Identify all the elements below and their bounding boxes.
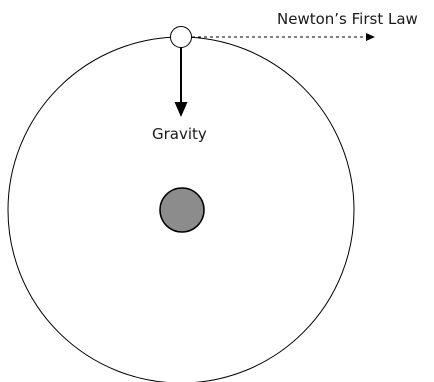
newtons-first-law-label: Newton’s First Law <box>277 10 418 28</box>
satellite <box>170 26 192 48</box>
central-planet <box>159 187 205 233</box>
gravity-label: Gravity <box>152 125 207 143</box>
gravity-arrowhead <box>174 102 188 117</box>
inertia-arrowhead <box>366 33 375 41</box>
